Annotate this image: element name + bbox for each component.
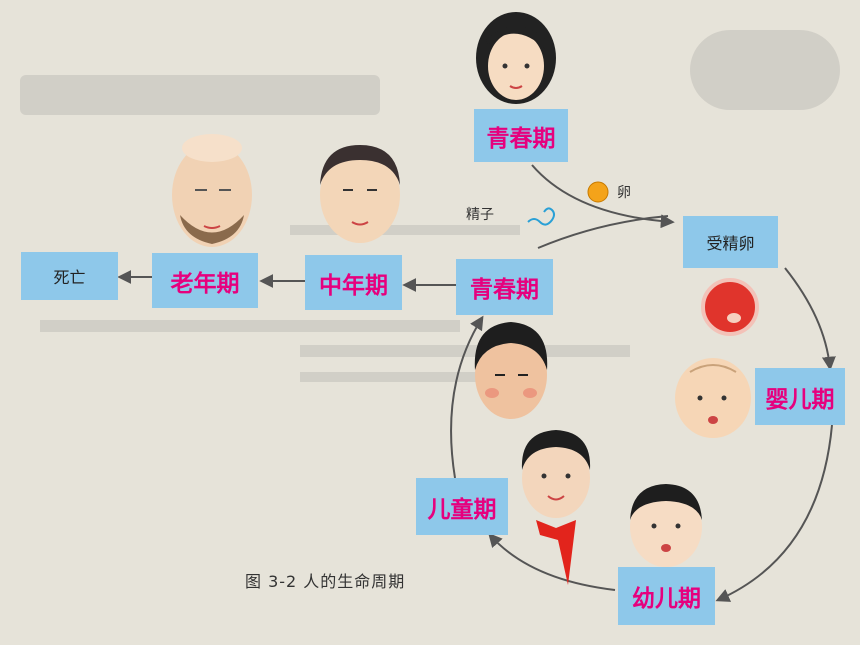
stage-box-early-childhood: 幼儿期 <box>618 567 715 625</box>
stage-label-old-age: 老年期 <box>170 270 240 297</box>
stage-box-death: 死亡 <box>21 252 118 300</box>
toddler-face-icon <box>630 484 702 567</box>
stage-box-fertilized-egg: 受精卵 <box>683 216 778 268</box>
teen-boy-face-icon <box>474 322 548 419</box>
stage-label-childhood: 儿童期 <box>427 496 497 523</box>
stage-label-youth-top: 青春期 <box>486 125 556 152</box>
red-scarf-icon <box>536 520 576 585</box>
arrow-sperm <box>537 215 669 249</box>
arrow-egg-to-infancy <box>784 267 836 371</box>
young-woman-face-icon <box>476 12 556 104</box>
stage-box-youth-top: 青春期 <box>474 109 568 162</box>
faded-background-text <box>20 30 840 382</box>
elderly-man-face-icon <box>172 134 252 247</box>
arrow-early-childhood-to-childhood <box>488 532 616 591</box>
sperm-label: 精子 <box>466 207 494 223</box>
egg-label: 卵 <box>617 185 631 201</box>
arrow-youth-to-egg <box>531 164 675 229</box>
stage-box-middle-age: 中年期 <box>305 255 402 310</box>
stage-label-death: 死亡 <box>53 268 86 287</box>
stage-label-fertilized-egg: 受精卵 <box>706 234 755 253</box>
baby-face-icon <box>675 358 751 438</box>
child-face-icon <box>521 430 591 585</box>
middle-aged-man-face-icon <box>320 145 400 243</box>
stage-label-youth-mid: 青春期 <box>470 277 539 303</box>
arrow-infancy-to-early-childhood <box>715 424 833 602</box>
figure-caption: 图 3-2 人的生命周期 <box>245 572 406 591</box>
stage-box-old-age: 老年期 <box>152 253 258 308</box>
stage-label-middle-age: 中年期 <box>319 272 388 299</box>
stage-box-youth-mid: 青春期 <box>456 259 553 315</box>
stage-box-childhood: 儿童期 <box>416 478 508 535</box>
sperm-icon <box>527 207 555 226</box>
stage-box-infancy: 婴儿期 <box>755 368 845 425</box>
stage-label-infancy: 婴儿期 <box>765 386 835 413</box>
stage-label-early-childhood: 幼儿期 <box>632 586 701 612</box>
egg-icon <box>587 181 609 203</box>
fertilized-egg-icon <box>701 278 759 336</box>
arrow-childhood-to-youth <box>450 315 484 479</box>
